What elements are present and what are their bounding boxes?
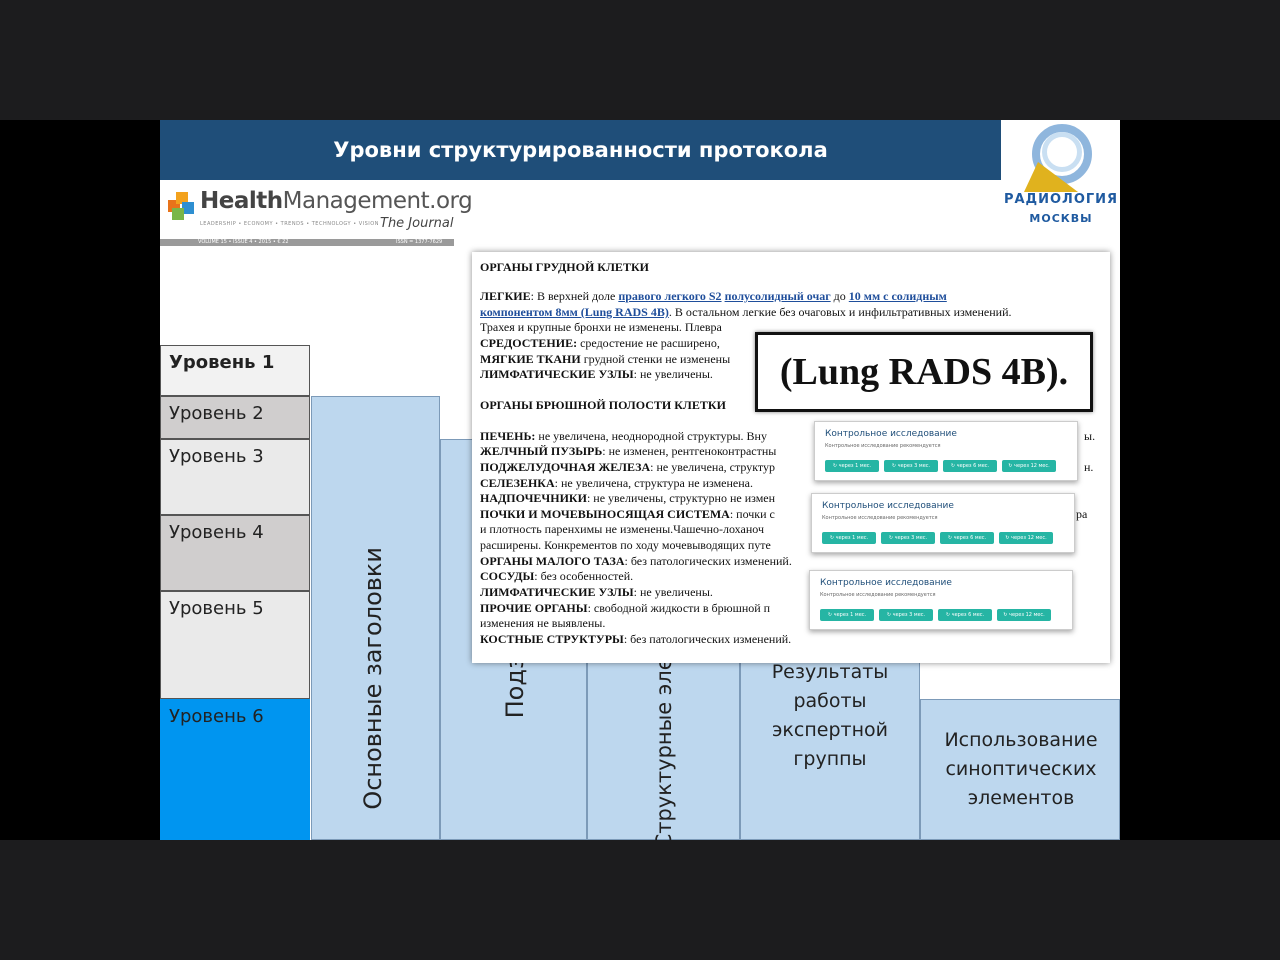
doc-link[interactable]: компонентом 8мм (Lung RADS 4B) — [480, 305, 669, 319]
level-1: Уровень 1 — [160, 345, 310, 396]
follow-up-card: Контрольное исследование Контрольное исс… — [809, 570, 1073, 630]
logo-city: МОСКВЫ — [1029, 212, 1093, 225]
level-label: Уровень 1 — [169, 352, 275, 373]
doc-line: НАДПОЧЕЧНИКИ: не увеличены, структурно н… — [480, 491, 776, 505]
doc-line: МЯГКИЕ ТКАНИ грудной стенки не изменены — [480, 352, 731, 366]
doc-line: ЛЕГКИЕ: В верхней доле правого легкого S… — [480, 289, 947, 303]
doc-line: расширены. Конкрементов по ходу мочевыво… — [480, 538, 771, 552]
issue-strip: VOLUME 15 • ISSUE 4 • 2015 • € 22 ISSN =… — [160, 239, 454, 246]
brand-name: HealthManagement.org — [200, 188, 473, 214]
radiology-moscow-logo: РАДИОЛОГИЯ МОСКВЫ — [1002, 120, 1120, 230]
card-subtitle: Контрольное исследование рекомендуется — [820, 592, 936, 598]
level-label: Уровень 2 — [169, 403, 264, 424]
healthmanagement-logo: HealthManagement.org LEADERSHIP • ECONOM… — [160, 188, 473, 248]
doc-line: СЕЛЕЗЕНКА: не увеличена, структура не из… — [480, 476, 753, 490]
lung-rads-zoom: (Lung RADS 4B). — [755, 332, 1093, 412]
doc-heading: ОРГАНЫ ГРУДНОЙ КЛЕТКИ — [480, 260, 649, 274]
column-synoptic-elements: Использование синоптических элементов — [920, 699, 1120, 840]
level-6: Уровень 6 — [160, 699, 310, 840]
doc-line: изменения не выявлены. — [480, 616, 606, 630]
doc-line: СОСУДЫ: без особенностей. — [480, 569, 634, 583]
doc-line: ПЕЧЕНЬ: не увеличена, неоднородной струк… — [480, 429, 767, 443]
follow-up-1-month-button[interactable]: ↻ через 1 мес. — [825, 460, 879, 472]
doc-line: ОРГАНЫ МАЛОГО ТАЗА: без патологических и… — [480, 554, 792, 568]
follow-up-12-months-button[interactable]: ↻ через 12 мес. — [1002, 460, 1056, 472]
doc-line-fragment: ра — [1076, 507, 1088, 521]
follow-up-12-months-button[interactable]: ↻ через 12 мес. — [999, 532, 1053, 544]
follow-up-card: Контрольное исследование Контрольное исс… — [814, 421, 1078, 481]
brand-rest: Management.org — [282, 188, 473, 214]
brand-tagline: LEADERSHIP • ECONOMY • TRENDS • TECHNOLO… — [200, 221, 379, 227]
logo-beam-icon — [1024, 162, 1078, 192]
letterbox-left — [0, 120, 160, 840]
level-4: Уровень 4 — [160, 515, 310, 591]
doc-line: компонентом 8мм (Lung RADS 4B). В осталь… — [480, 305, 1012, 319]
presentation-slide: Уровни структурированности протокола РАД… — [160, 120, 1120, 840]
doc-line: СРЕДОСТЕНИЕ: средостение не расширено, — [480, 336, 720, 350]
follow-up-1-month-button[interactable]: ↻ через 1 мес. — [820, 609, 874, 621]
card-subtitle: Контрольное исследование рекомендуется — [822, 515, 938, 521]
column-label: Использование синоптических элементов — [944, 729, 1098, 809]
follow-up-12-months-button[interactable]: ↻ через 12 мес. — [997, 609, 1051, 621]
doc-line: Трахея и крупные бронхи не изменены. Пле… — [480, 320, 722, 334]
follow-up-3-months-button[interactable]: ↻ через 3 мес. — [881, 532, 935, 544]
viewer-bottom-bar — [0, 840, 1280, 960]
letterbox-right — [1120, 120, 1280, 840]
card-subtitle: Контрольное исследование рекомендуется — [825, 443, 941, 449]
level-2: Уровень 2 — [160, 396, 310, 439]
cubes-icon — [168, 192, 196, 220]
level-label: Уровень 5 — [169, 598, 264, 619]
doc-line: ЖЕЛЧНЫЙ ПУЗЫРЬ: не изменен, рентгеноконт… — [480, 444, 777, 458]
doc-link[interactable]: 10 мм с солидным — [848, 289, 947, 303]
doc-line: ЛИМФАТИЧЕСКИЕ УЗЛЫ: не увеличены. — [480, 367, 713, 381]
doc-line: КОСТНЫЕ СТРУКТУРЫ: без патологических из… — [480, 632, 792, 646]
doc-heading: ОРГАНЫ БРЮШНОЙ ПОЛОСТИ КЛЕТКИ — [480, 398, 726, 412]
doc-line-fragment: ы. — [1084, 429, 1096, 443]
doc-line: и плотность паренхимы не изменены.Чашечн… — [480, 522, 764, 536]
brand-bold: Health — [200, 188, 283, 214]
level-5: Уровень 5 — [160, 591, 310, 699]
follow-up-card: Контрольное исследование Контрольное исс… — [811, 493, 1075, 553]
doc-line: ПОЧКИ И МОЧЕВЫНОСЯЩАЯ СИСТЕМА: почки с — [480, 507, 775, 521]
issn-info: ISSN = 1377-7629 — [396, 239, 443, 245]
level-3: Уровень 3 — [160, 439, 310, 515]
doc-line: ПОДЖЕЛУДОЧНАЯ ЖЕЛЕЗА: не увеличена, стру… — [480, 460, 775, 474]
level-label: Уровень 6 — [169, 706, 264, 727]
card-title: Контрольное исследование — [825, 429, 957, 439]
card-title: Контрольное исследование — [822, 501, 954, 511]
follow-up-3-months-button[interactable]: ↻ через 3 мес. — [879, 609, 933, 621]
issue-info: VOLUME 15 • ISSUE 4 • 2015 • € 22 — [198, 239, 289, 245]
doc-line: ПРОЧИЕ ОРГАНЫ: свободной жидкости в брюш… — [480, 601, 771, 615]
column-label: Основные заголовки — [359, 547, 387, 810]
follow-up-6-months-button[interactable]: ↻ через 6 мес. — [938, 609, 992, 621]
column-main-headings: Основные заголовки — [311, 396, 440, 840]
logo-name: РАДИОЛОГИЯ — [1003, 192, 1119, 207]
level-label: Уровень 3 — [169, 446, 264, 467]
viewer-top-bar — [0, 0, 1280, 120]
card-title: Контрольное исследование — [820, 578, 952, 588]
doc-line: ЛИМФАТИЧЕСКИЕ УЗЛЫ: не увеличены. — [480, 585, 713, 599]
follow-up-6-months-button[interactable]: ↻ через 6 мес. — [943, 460, 997, 472]
slide-title: Уровни структурированности протокола — [160, 120, 1001, 180]
doc-line-fragment: н. — [1084, 460, 1094, 474]
doc-link[interactable]: правого легкого S2 — [618, 289, 722, 303]
brand-journal: The Journal — [380, 216, 454, 231]
follow-up-1-month-button[interactable]: ↻ через 1 мес. — [822, 532, 876, 544]
doc-link[interactable]: полусолидный очаг — [724, 289, 831, 303]
column-label: Результаты работы экспертной группы — [771, 661, 889, 770]
level-label: Уровень 4 — [169, 522, 264, 543]
follow-up-6-months-button[interactable]: ↻ через 6 мес. — [940, 532, 994, 544]
follow-up-3-months-button[interactable]: ↻ через 3 мес. — [884, 460, 938, 472]
